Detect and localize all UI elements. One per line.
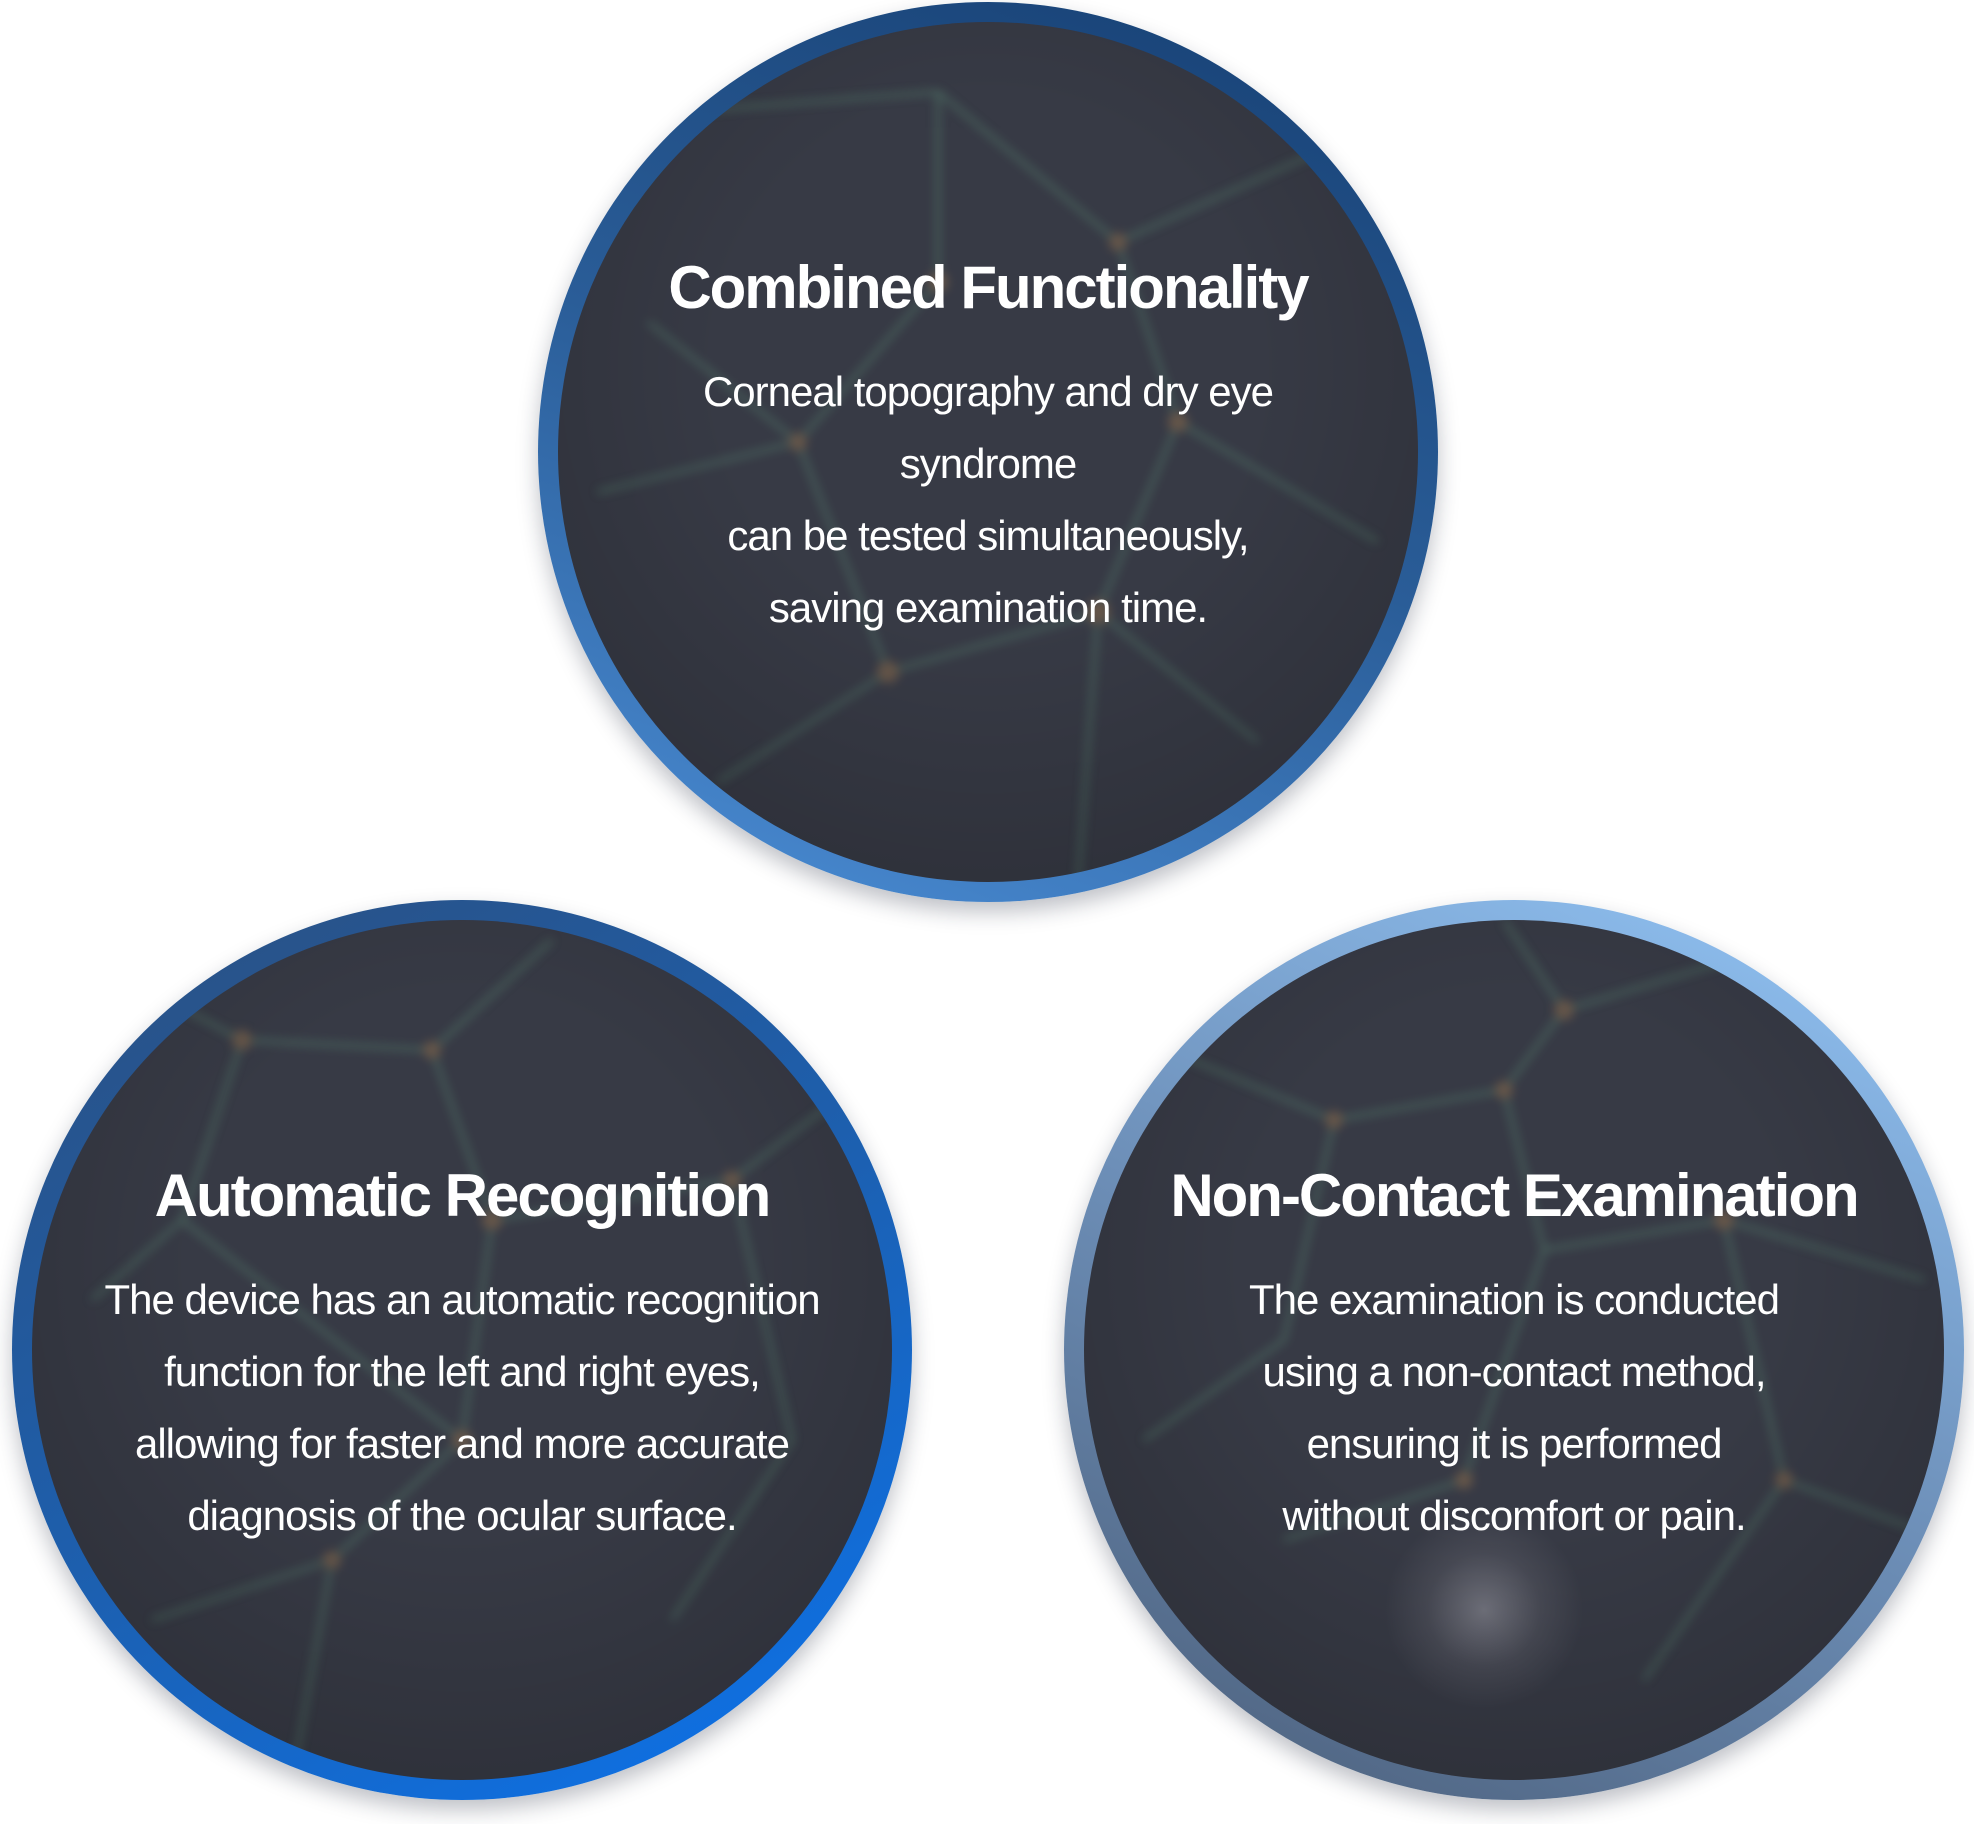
feature-description: The device has an automatic recognition … (32, 1264, 892, 1552)
feature-description-line: The examination is conducted (1249, 1276, 1780, 1323)
network-background-graphic (1142, 920, 1944, 1682)
network-background-graphic (597, 89, 1380, 882)
circle-vignette (1084, 920, 1944, 1780)
circle-vignette (32, 920, 892, 1780)
feature-description-line: saving examination time. (768, 584, 1208, 631)
feature-circle-combined-functionality: Combined Functionality Corneal topograph… (538, 2, 1438, 902)
feature-description-line: without discomfort or pain. (1282, 1492, 1746, 1539)
feature-content: Combined Functionality Corneal topograph… (558, 252, 1418, 644)
feature-description-line: syndrome (899, 440, 1077, 487)
network-background-graphic (90, 938, 864, 1780)
feature-description-line: function for the left and right eyes, (164, 1348, 761, 1395)
feature-circle-automatic-recognition: Automatic Recognition The device has an … (12, 900, 912, 1800)
feature-content: Non-Contact Examination The examination … (1084, 1160, 1944, 1552)
feature-title: Combined Functionality (668, 254, 1309, 321)
circle-vignette (558, 22, 1418, 882)
feature-description: Corneal topography and dry eye syndrome … (558, 356, 1418, 644)
feature-circle-inner: Combined Functionality Corneal topograph… (558, 22, 1418, 882)
feature-title: Automatic Recognition (154, 1162, 772, 1229)
feature-description-line: allowing for faster and more accurate (134, 1420, 790, 1467)
feature-circle-non-contact-examination: Non-Contact Examination The examination … (1064, 900, 1964, 1800)
feature-description: The examination is conducted using a non… (1084, 1264, 1944, 1552)
feature-circle-inner: Automatic Recognition The device has an … (32, 920, 892, 1780)
light-glow-decoration (1384, 1510, 1584, 1710)
feature-circle-inner: Non-Contact Examination The examination … (1084, 920, 1944, 1780)
feature-description-line: ensuring it is performed (1306, 1420, 1723, 1467)
feature-content: Automatic Recognition The device has an … (32, 1160, 892, 1552)
feature-title: Non-Contact Examination (1170, 1162, 1859, 1229)
feature-description-line: can be tested simultaneously, (727, 512, 1249, 559)
feature-description-line: diagnosis of the ocular surface. (187, 1492, 737, 1539)
feature-description-line: The device has an automatic recognition (104, 1276, 820, 1323)
feature-description-line: using a non-contact method, (1262, 1348, 1766, 1395)
feature-description-line: Corneal topography and dry eye (702, 368, 1274, 415)
